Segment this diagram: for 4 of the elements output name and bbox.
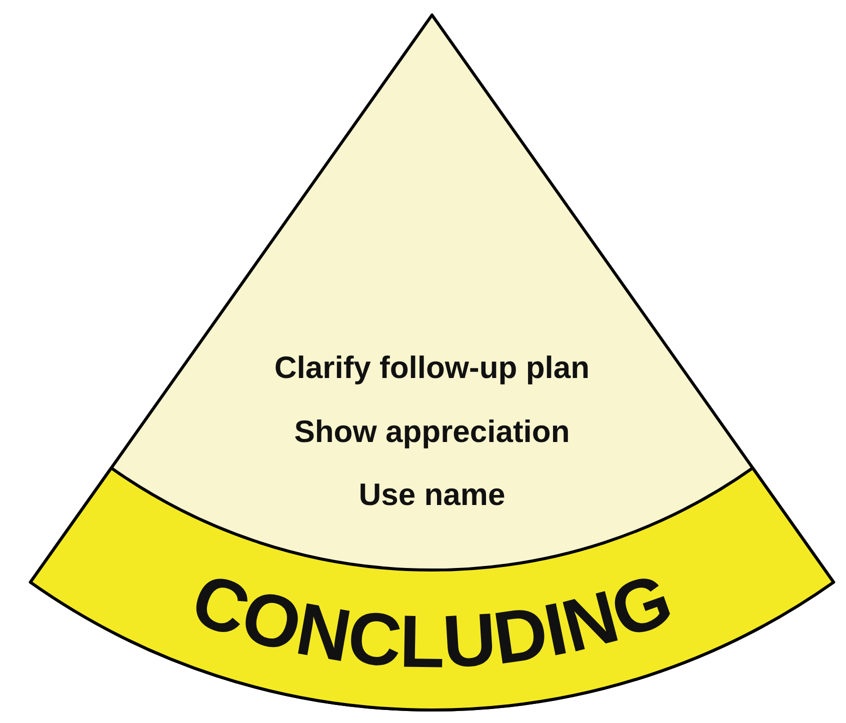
band-label: CONCLUDING bbox=[182, 556, 682, 684]
list-item: Use name bbox=[358, 477, 506, 513]
list-item: Show appreciation bbox=[294, 414, 570, 450]
list-item: Clarify follow-up plan bbox=[274, 350, 590, 386]
